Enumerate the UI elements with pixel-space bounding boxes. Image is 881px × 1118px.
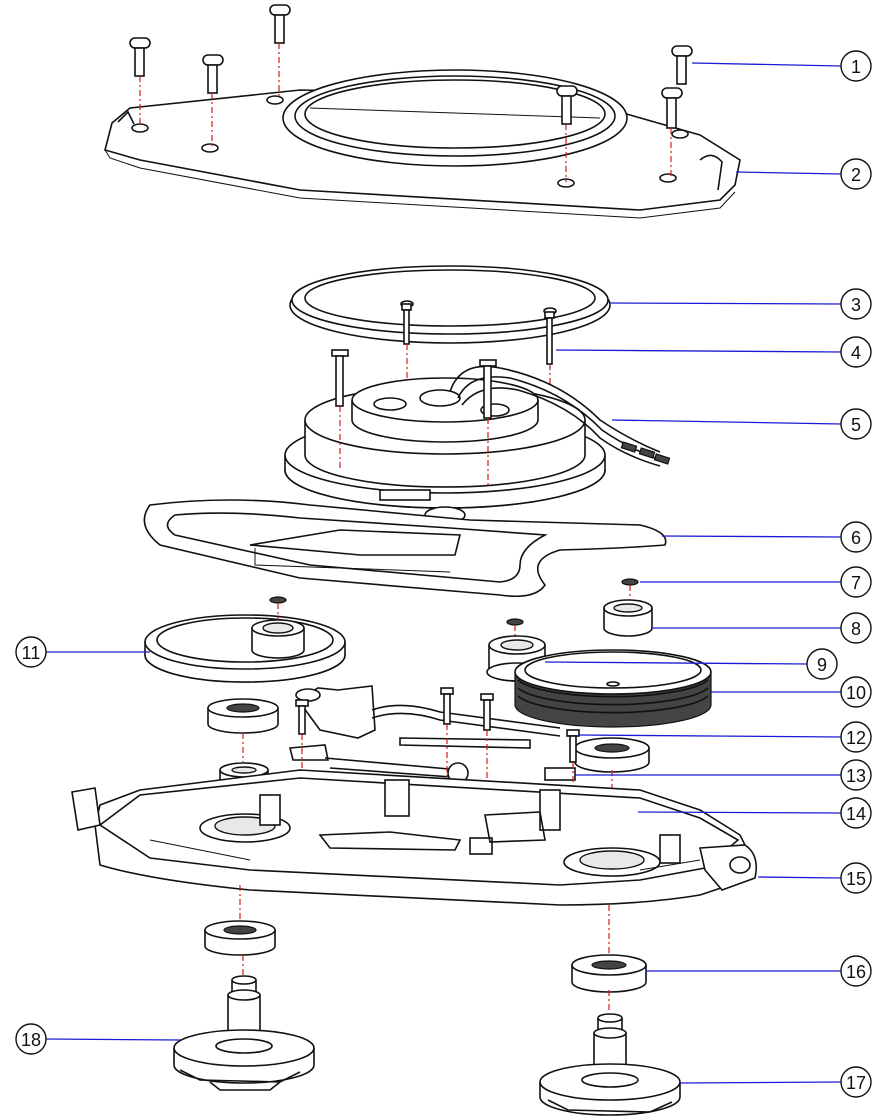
gasket [143,499,667,598]
leader-line-5 [611,419,842,425]
callout-label-15: 15 [846,869,866,889]
leader-line-15 [757,876,842,879]
callout-16: 16 [646,955,872,987]
callout-13: 13 [575,759,872,791]
callout-circle-4 [840,336,872,368]
callout-11: 11 [15,636,150,668]
leader-line-12 [577,734,842,738]
screw [671,45,693,85]
screw [202,54,224,146]
callout-circle-1 [840,50,872,82]
callout-label-12: 12 [846,728,866,748]
callout-label-1: 1 [851,57,861,77]
callout-circle-7 [840,566,872,598]
callout-label-17: 17 [846,1073,866,1093]
callout-15: 15 [757,862,872,894]
leader-line-2 [735,171,842,175]
leader-line-3 [609,302,842,305]
callout-circle-15 [840,862,872,894]
callout-6: 6 [661,521,872,553]
callout-label-16: 16 [846,962,866,982]
callout-circle-6 [840,521,872,553]
callout-2: 2 [735,158,872,190]
main-housing [71,769,758,906]
callout-circle-8 [840,612,872,644]
callout-circle-2 [840,158,872,190]
callout-circle-3 [840,288,872,320]
callout-label-8: 8 [851,619,861,639]
callout-circle-13 [840,759,872,791]
callout-label-9: 9 [817,655,827,675]
callout-7: 7 [640,566,872,598]
lower-bearings [204,885,647,993]
callout-circle-10 [840,676,872,708]
ribbed-pulley [514,649,712,728]
callout-circle-5 [840,408,872,440]
callout-1: 1 [691,50,872,82]
cover-screws [129,4,693,182]
callout-label-3: 3 [851,295,861,315]
left-shaft-hub [173,955,315,1091]
callout-label-6: 6 [851,528,861,548]
callout-4: 4 [555,336,872,368]
callout-label-14: 14 [846,804,866,824]
leader-line-6 [661,535,842,538]
callout-label-13: 13 [846,766,866,786]
callout-10: 10 [711,676,872,708]
bushing [603,599,653,637]
disc-screws [401,303,555,385]
callout-9: 9 [544,648,838,680]
motor-cover-disc [289,265,611,344]
callout-label-10: 10 [846,683,866,703]
large-pulley-left [144,596,346,683]
callout-18: 18 [15,1023,181,1055]
callout-14: 14 [637,797,872,829]
callout-3: 3 [609,288,872,320]
callout-label-18: 18 [21,1030,41,1050]
top-cover-plate [104,69,741,219]
motor-screw [479,359,497,485]
callout-circle-9 [806,648,838,680]
leader-line-9 [544,661,808,665]
right-shaft-hub [539,990,681,1116]
callout-label-11: 11 [22,643,41,663]
callout-circle-11 [15,636,47,668]
callout-label-2: 2 [851,165,861,185]
callout-circle-17 [840,1066,872,1098]
callout-label-5: 5 [851,415,861,435]
callout-17: 17 [679,1066,872,1098]
leader-line-1 [691,62,842,67]
leader-line-18 [45,1038,181,1041]
leader-line-17 [679,1081,842,1084]
washer [621,578,639,602]
callout-circle-12 [840,721,872,753]
tensioner-screw [440,687,454,825]
screw [129,37,151,126]
screw [556,85,578,182]
tensioner-screw [295,699,309,800]
callout-circle-14 [840,797,872,829]
screw [269,4,291,99]
motor-assembly [284,349,671,524]
motor-screw [331,349,349,470]
callout-12: 12 [577,721,872,753]
callout-8: 8 [652,612,872,644]
callout-circle-18 [15,1023,47,1055]
leader-line-14 [637,811,842,814]
callout-5: 5 [611,408,872,440]
callout-circle-16 [840,955,872,987]
callout-label-4: 4 [851,343,861,363]
leader-line-4 [555,349,842,353]
screw [661,87,683,176]
callout-label-7: 7 [851,573,861,593]
